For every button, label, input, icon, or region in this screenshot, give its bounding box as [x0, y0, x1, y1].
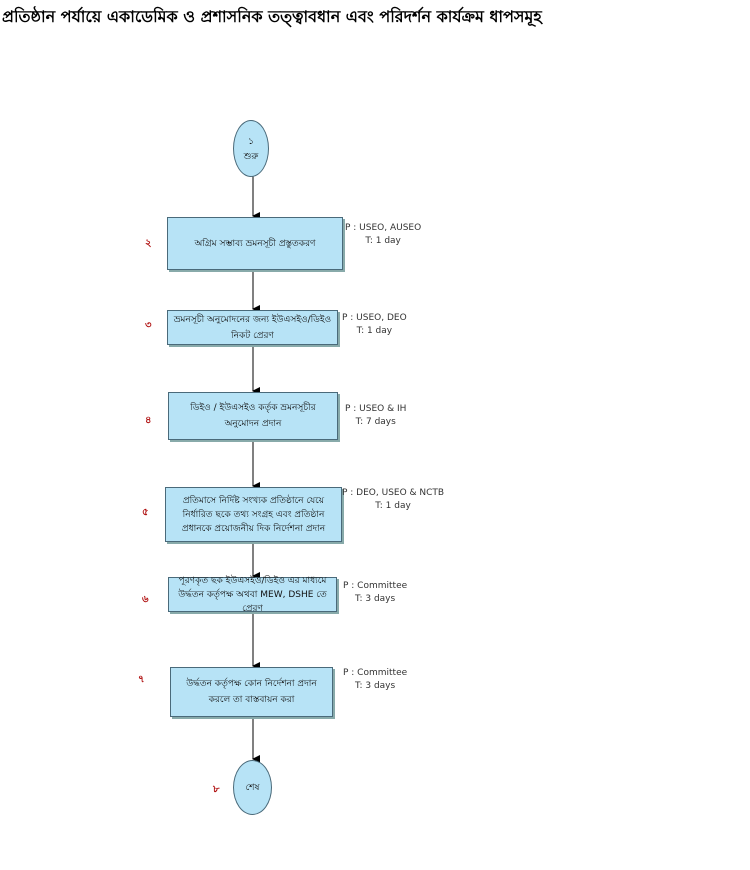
- step-person: P : Committee: [343, 581, 408, 591]
- start-number: ১: [248, 136, 254, 147]
- step-time: T: 1 day: [365, 236, 401, 246]
- step-box: পূরণকৃত ছক ইউএসইও/ডিইও এর মাধ্যমে উর্দ্ধ…: [168, 576, 337, 614]
- step-box: ডিইও / ইউএসইও কর্তৃক ভ্রমনসূচীর অনুমোদন …: [168, 392, 338, 440]
- step-note: P : DEO, USEO & NCTB T: 1 day: [342, 487, 444, 513]
- step-time: T: 1 day: [375, 501, 411, 511]
- step-person: P : DEO, USEO & NCTB: [342, 488, 445, 498]
- step-time: T: 3 days: [354, 594, 396, 604]
- step-time: T: 7 days: [355, 417, 396, 427]
- start-label: শুরু: [243, 151, 259, 162]
- step-number: ৭: [138, 674, 145, 685]
- step-person: P : USEO, DEO: [342, 313, 407, 323]
- step-number: ২: [145, 238, 152, 249]
- step-box: উর্দ্ধতন কর্তৃপক্ষ কোন নির্দেশনা প্রদান …: [170, 667, 333, 717]
- step-number: ৫: [142, 507, 149, 518]
- step-note: P : Committee T: 3 days: [343, 580, 407, 606]
- step-person: P : USEO & IH: [345, 404, 407, 414]
- step-number: ৩: [145, 320, 152, 331]
- step-note: P : Committee T: 3 days: [343, 667, 407, 693]
- step-box: অগ্রিম সম্ভাব্য ভ্রমনসূচী প্রস্তুতকরণ: [167, 217, 343, 270]
- step-box: ভ্রমনসূচী অনুমোদনের জন্য ইউএসইও/ডিইও নিক…: [167, 310, 338, 345]
- end-node: শেষ: [233, 760, 272, 815]
- end-number: ৮: [213, 784, 220, 795]
- end-label: শেষ: [245, 783, 260, 793]
- start-node: ১ শুরু: [233, 120, 269, 177]
- step-number: ৪: [145, 415, 152, 426]
- step-time: T: 1 day: [356, 326, 393, 336]
- step-time: T: 3 days: [354, 681, 396, 691]
- step-note: P : USEO & IH T: 7 days: [345, 403, 406, 429]
- step-person: P : Committee: [343, 668, 408, 678]
- step-person: P : USEO, AUSEO: [345, 223, 422, 233]
- step-note: P : USEO, DEO T: 1 day: [342, 312, 407, 338]
- page-title: প্রতিষ্ঠান পর্যায়ে একাডেমিক ও প্রশাসনিক…: [2, 7, 542, 26]
- step-number: ৬: [142, 594, 149, 605]
- step-box: প্রতিমাসে নির্দিষ্ট সংখ্যক প্রতিষ্ঠানে য…: [165, 487, 342, 542]
- step-note: P : USEO, AUSEO T: 1 day: [345, 222, 421, 248]
